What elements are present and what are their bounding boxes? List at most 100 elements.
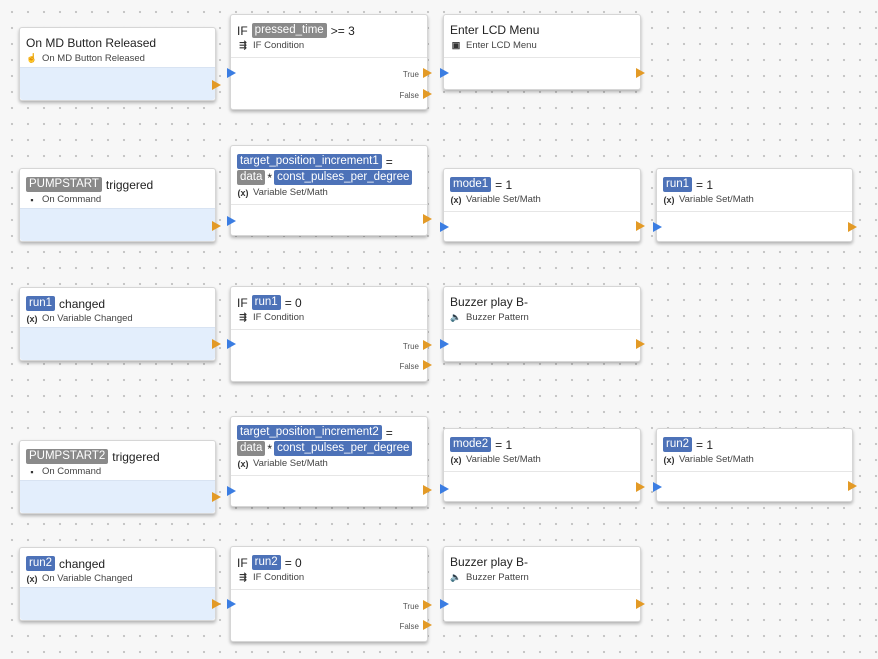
node-subtitle: Enter LCD Menu xyxy=(466,40,537,51)
input-port[interactable] xyxy=(440,222,449,232)
true-output-port[interactable] xyxy=(423,68,432,78)
node-subtitle: IF Condition xyxy=(253,572,305,583)
trigger-node-pumpstart2[interactable]: PUMPSTART2 triggered ▪ On Command xyxy=(19,440,221,514)
true-port-label: True xyxy=(402,342,419,351)
output-port[interactable] xyxy=(212,492,221,502)
set-node-mode2[interactable]: mode2 = 1 (x) Variable Set/Math xyxy=(440,428,645,502)
variable-chip: mode2 xyxy=(450,437,492,452)
input-port[interactable] xyxy=(440,68,449,78)
output-port[interactable] xyxy=(636,221,645,231)
trigger-suffix: changed xyxy=(59,296,106,311)
output-port[interactable] xyxy=(212,221,221,231)
node-subtitle: IF Condition xyxy=(253,40,305,51)
node-subtitle: Variable Set/Math xyxy=(679,194,754,205)
math-node-increment2[interactable]: target_position_increment2 = data * cons… xyxy=(227,416,432,507)
variable-chip: run1 xyxy=(26,296,56,311)
output-port[interactable] xyxy=(212,599,221,609)
output-port[interactable] xyxy=(423,214,432,224)
set-node-run2[interactable]: run2 = 1 (x) Variable Set/Math xyxy=(653,428,857,502)
true-port-label: True xyxy=(402,602,419,611)
constant-chip: const_pulses_per_degree xyxy=(274,441,413,456)
true-port-label: True xyxy=(402,70,419,79)
input-port[interactable] xyxy=(227,216,236,226)
if-keyword: IF xyxy=(237,295,248,310)
output-port[interactable] xyxy=(636,68,645,78)
menu-icon: ▣ xyxy=(451,40,461,50)
node-title: Buzzer play B- xyxy=(450,295,529,309)
variable-icon: (x) xyxy=(26,573,38,584)
input-port[interactable] xyxy=(227,599,236,609)
variable-chip: run2 xyxy=(26,556,56,571)
action-node-lcd-menu[interactable]: Enter LCD Menu ▣ Enter LCD Menu xyxy=(440,14,645,90)
input-port[interactable] xyxy=(227,68,236,78)
input-port[interactable] xyxy=(440,339,449,349)
trigger-node-md-button[interactable]: On MD Button Released ☝ On MD Button Rel… xyxy=(19,27,221,101)
node-subtitle: Variable Set/Math xyxy=(466,194,541,205)
if-node-run1[interactable]: IF run1 = 0 ⇶ IF Condition True False xyxy=(227,286,432,382)
trigger-footer xyxy=(20,208,215,241)
action-node-buzzer-2[interactable]: Buzzer play B- 🔈 Buzzer Pattern xyxy=(440,546,645,622)
false-port-label: False xyxy=(399,362,419,371)
trigger-node-pumpstart[interactable]: PUMPSTART triggered ▪ On Command xyxy=(19,168,221,242)
node-title: Enter LCD Menu xyxy=(450,23,540,37)
trigger-footer xyxy=(20,327,215,360)
trigger-footer xyxy=(20,480,215,513)
input-port[interactable] xyxy=(653,222,662,232)
hand-pointer-icon: ☝ xyxy=(26,53,38,63)
variable-chip: run1 xyxy=(251,295,281,310)
trigger-suffix: triggered xyxy=(112,449,160,464)
if-keyword: IF xyxy=(237,23,248,38)
true-output-port[interactable] xyxy=(423,600,432,610)
set-node-mode1[interactable]: mode1 = 1 (x) Variable Set/Math xyxy=(440,168,645,242)
false-output-port[interactable] xyxy=(423,89,432,99)
terminal-icon: ▪ xyxy=(30,194,34,205)
node-subtitle: On Variable Changed xyxy=(42,313,133,324)
trigger-node-run2-changed[interactable]: run2 changed (x) On Variable Changed xyxy=(19,547,221,621)
output-port[interactable] xyxy=(848,222,857,232)
action-node-buzzer-1[interactable]: Buzzer play B- 🔈 Buzzer Pattern xyxy=(440,286,645,362)
output-port[interactable] xyxy=(423,485,432,495)
true-output-port[interactable] xyxy=(423,340,432,350)
terminal-icon: ▪ xyxy=(30,466,34,477)
input-port[interactable] xyxy=(653,482,662,492)
output-port[interactable] xyxy=(636,599,645,609)
trigger-node-run1-changed[interactable]: run1 changed (x) On Variable Changed xyxy=(19,287,221,361)
variable-chip: run2 xyxy=(251,555,281,570)
command-chip: PUMPSTART xyxy=(26,177,102,192)
output-port[interactable] xyxy=(848,481,857,491)
output-port[interactable] xyxy=(636,339,645,349)
trigger-suffix: triggered xyxy=(105,177,154,192)
input-port[interactable] xyxy=(227,486,236,496)
output-port[interactable] xyxy=(636,482,645,492)
node-subtitle: Variable Set/Math xyxy=(466,454,541,465)
variable-chip: run1 xyxy=(663,177,693,192)
data-chip: data xyxy=(237,441,266,456)
output-port[interactable] xyxy=(212,80,221,90)
speaker-icon: 🔈 xyxy=(450,312,462,322)
branch-icon: ⇶ xyxy=(239,312,247,322)
if-node-run2[interactable]: IF run2 = 0 ⇶ IF Condition True False xyxy=(227,546,432,642)
output-port[interactable] xyxy=(212,339,221,349)
false-output-port[interactable] xyxy=(423,360,432,370)
assign-value: = 1 xyxy=(696,177,714,192)
variable-icon: (x) xyxy=(237,458,249,469)
node-subtitle: Variable Set/Math xyxy=(679,454,754,465)
assign-value: = 1 xyxy=(696,437,714,452)
math-node-increment1[interactable]: target_position_increment1 = data * cons… xyxy=(227,145,432,236)
input-port[interactable] xyxy=(227,339,236,349)
branch-icon: ⇶ xyxy=(239,572,247,582)
branch-icon: ⇶ xyxy=(239,40,247,50)
if-node-pressed-time[interactable]: IF pressed_time >= 3 ⇶ IF Condition True… xyxy=(227,14,432,110)
set-node-run1[interactable]: run1 = 1 (x) Variable Set/Math xyxy=(653,168,857,242)
multiply-sign: * xyxy=(267,170,273,185)
trigger-footer xyxy=(20,587,215,620)
input-port[interactable] xyxy=(440,484,449,494)
if-keyword: IF xyxy=(237,555,248,570)
condition-operator: = 0 xyxy=(284,555,302,570)
false-output-port[interactable] xyxy=(423,620,432,630)
variable-chip: run2 xyxy=(663,437,693,452)
variable-icon: (x) xyxy=(663,454,675,465)
equals-sign: = xyxy=(385,425,393,440)
node-subtitle: On MD Button Released xyxy=(42,53,145,64)
input-port[interactable] xyxy=(440,599,449,609)
